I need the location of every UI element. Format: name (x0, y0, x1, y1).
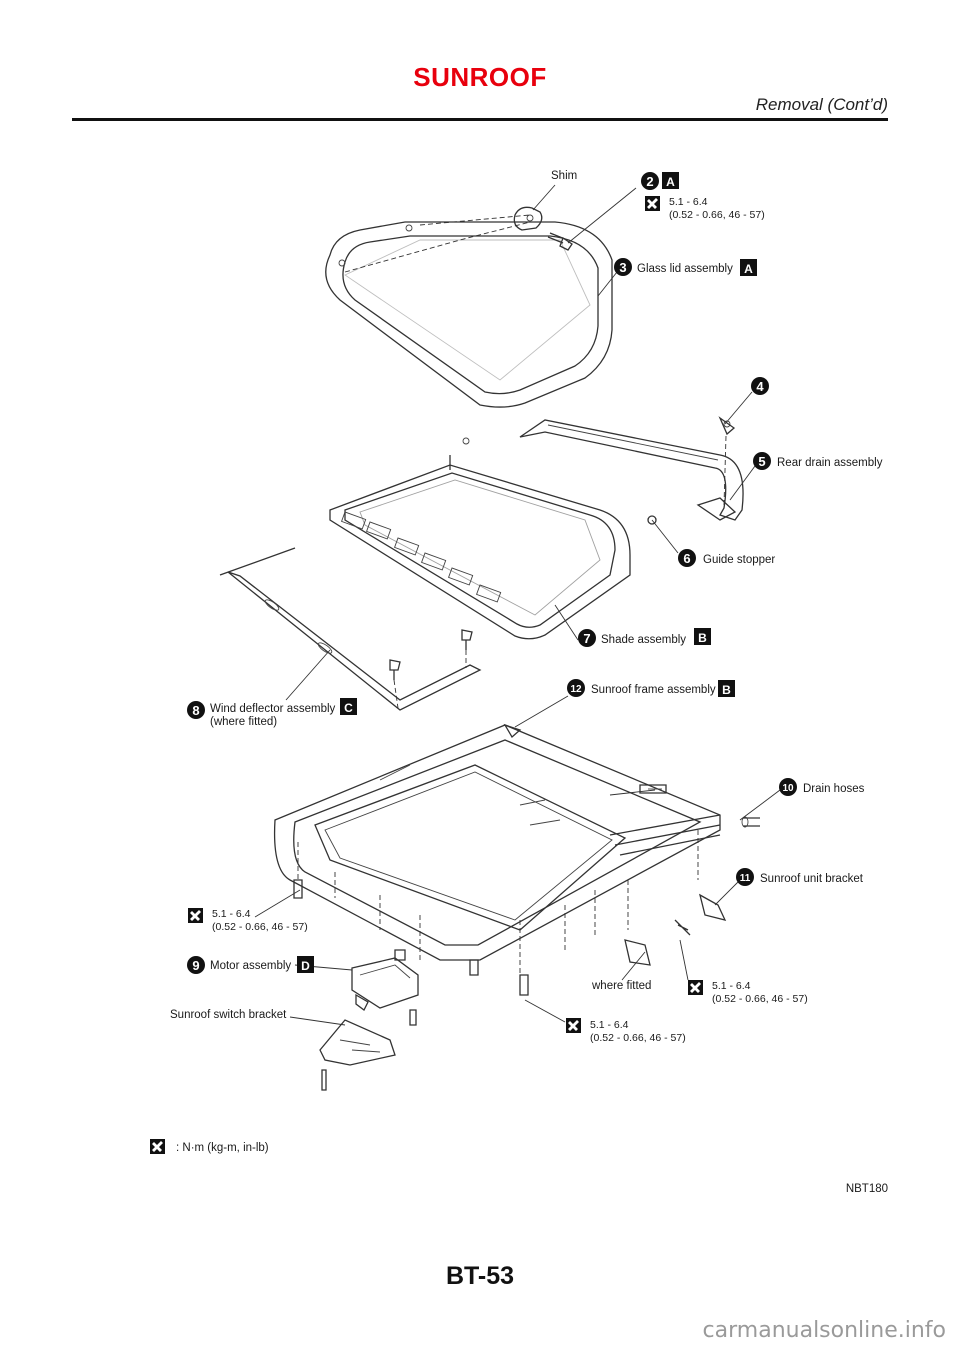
shim-and-bolt-drawing (344, 206, 573, 273)
svg-text:Glass lid assembly: Glass lid assembly (637, 263, 733, 275)
svg-text:11: 11 (740, 873, 751, 884)
where-fitted-bracket-drawing (624, 939, 651, 966)
sunroof-switch-bracket-label: Sunroof switch bracket (170, 1009, 287, 1021)
svg-text:(0.52 - 0.66, 46 - 57): (0.52 - 0.66, 46 - 57) (212, 921, 308, 933)
svg-text:2: 2 (646, 174, 653, 189)
part-label-10: 10 Drain hoses (779, 778, 865, 796)
svg-text:8: 8 (192, 703, 199, 718)
svg-text:5.1 - 6.4: 5.1 - 6.4 (669, 196, 708, 208)
svg-text:A: A (744, 262, 753, 276)
svg-text:10: 10 (782, 783, 794, 794)
watermark: carmanualsonline.info (702, 1318, 946, 1343)
part-label-6: 6 Guide stopper (678, 549, 775, 567)
torque-legend: : N·m (kg-m, in-lb) (150, 1139, 269, 1154)
glass-lid-assembly-drawing (325, 221, 613, 408)
svg-text:12: 12 (570, 684, 582, 695)
part-label-2: 2 A (641, 172, 679, 190)
svg-text:C: C (344, 701, 353, 715)
where-fitted-label: where fitted (591, 980, 651, 992)
svg-text:B: B (722, 683, 731, 697)
svg-text:Motor assembly: Motor assembly (210, 960, 291, 972)
guide-stopper-drawing (647, 515, 657, 525)
shade-assembly-drawing (329, 437, 631, 640)
svg-text:3: 3 (619, 260, 626, 275)
svg-text:4: 4 (756, 379, 764, 394)
figure-id: NBT180 (846, 1183, 888, 1195)
svg-text:Shade assembly: Shade assembly (601, 634, 686, 646)
svg-text:Sunroof frame assembly: Sunroof frame assembly (591, 684, 716, 696)
svg-text:(0.52 - 0.66, 46 - 57): (0.52 - 0.66, 46 - 57) (712, 993, 808, 1005)
svg-text:A: A (666, 175, 675, 189)
sunroof-frame-assembly-drawing (273, 723, 721, 975)
svg-text:D: D (301, 959, 310, 973)
svg-text:(0.52 - 0.66, 46 - 57): (0.52 - 0.66, 46 - 57) (669, 209, 765, 221)
shim-label: Shim (551, 170, 577, 182)
torque-spec-left: 5.1 - 6.4 (0.52 - 0.66, 46 - 57) (188, 908, 308, 933)
page-subtitle: Removal (Cont’d) (755, 95, 888, 114)
sunroof-unit-bracket-drawing (674, 893, 727, 936)
rear-drain-assembly-drawing (519, 416, 744, 521)
svg-text:Sunroof unit bracket: Sunroof unit bracket (760, 873, 864, 885)
svg-text:Wind deflector assembly: Wind deflector assembly (210, 703, 336, 715)
leader-lines (254, 184, 781, 1026)
svg-text:6: 6 (683, 551, 690, 566)
svg-text:Guide stopper: Guide stopper (703, 554, 775, 566)
svg-text:7: 7 (583, 631, 590, 646)
svg-text:Drain hoses: Drain hoses (803, 783, 865, 795)
svg-text:: N·m (kg-m, in-lb): : N·m (kg-m, in-lb) (176, 1142, 269, 1154)
page-number: BT-53 (445, 1262, 515, 1290)
motor-assembly-drawing (351, 949, 479, 1026)
part-label-8: 8 Wind deflector assembly (where fitted)… (187, 698, 357, 728)
torque-spec-right: 5.1 - 6.4 (0.52 - 0.66, 46 - 57) (688, 980, 808, 1005)
svg-text:B: B (698, 631, 707, 645)
part-label-7: 7 Shade assembly B (578, 628, 711, 647)
svg-text:5.1 - 6.4: 5.1 - 6.4 (212, 908, 251, 920)
part-label-12: 12 Sunroof frame assembly B (567, 679, 735, 697)
svg-text:Rear drain assembly: Rear drain assembly (777, 457, 883, 469)
page-title: SUNROOF (413, 62, 547, 92)
wind-deflector-drawing (219, 547, 482, 711)
torque-spec-bottom: 5.1 - 6.4 (0.52 - 0.66, 46 - 57) (566, 1018, 686, 1044)
torque-spec-top: 5.1 - 6.4 (0.52 - 0.66, 46 - 57) (645, 196, 765, 221)
bolts-drawing (293, 879, 529, 996)
sunroof-switch-bracket-drawing (319, 1019, 396, 1091)
svg-text:5.1 - 6.4: 5.1 - 6.4 (590, 1019, 629, 1031)
header-rule (72, 118, 888, 121)
part-label-11: 11 Sunroof unit bracket (736, 868, 864, 886)
svg-text:9: 9 (192, 958, 199, 973)
part-label-5: 5 Rear drain assembly (753, 452, 883, 470)
part-label-3: 3 Glass lid assembly A (614, 258, 757, 276)
part-label-4: 4 (751, 377, 769, 395)
part-label-9: 9 Motor assembly D (187, 956, 314, 974)
svg-text:5: 5 (758, 454, 765, 469)
svg-text:(where fitted): (where fitted) (210, 716, 277, 728)
svg-text:5.1 - 6.4: 5.1 - 6.4 (712, 980, 751, 992)
svg-text:(0.52 - 0.66, 46 - 57): (0.52 - 0.66, 46 - 57) (590, 1032, 686, 1044)
drain-hose-drawing (741, 816, 760, 828)
